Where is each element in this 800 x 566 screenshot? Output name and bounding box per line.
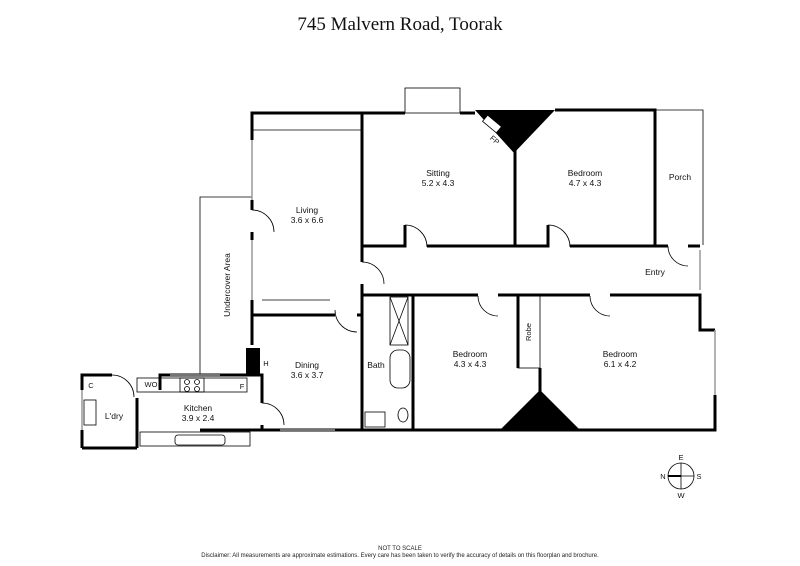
room-robe-name: Robe (524, 323, 533, 341)
room-bath-name: Bath (367, 360, 385, 370)
compass-s: S (696, 472, 701, 481)
room-bedroom3-name: Bedroom (603, 349, 638, 359)
walls (80, 108, 717, 450)
heater-label: H (263, 359, 268, 368)
fireplace (475, 110, 555, 153)
wo-label: WO (145, 380, 158, 389)
room-kitchen-dims: 3.9 x 2.4 (182, 413, 215, 423)
room-undercover-name: Undercover Area (222, 253, 232, 317)
solid-elements (246, 110, 580, 430)
room-bedroom2-name: Bedroom (453, 349, 488, 359)
room-living-dims: 3.6 x 6.6 (291, 215, 324, 225)
page-title: 745 Malvern Road, Toorak (297, 14, 503, 35)
compass-n: N (660, 472, 665, 481)
room-dining-name: Dining (295, 360, 319, 370)
disclaimer: Disclaimer: All measurements are approxi… (201, 553, 599, 559)
room-porch-name: Porch (669, 172, 691, 182)
room-bedroom1-name: Bedroom (568, 168, 603, 178)
room-laundry-name: L'dry (105, 411, 124, 421)
cupboard-label: C (88, 381, 94, 390)
compass-w: W (677, 491, 685, 500)
fridge-label: F (240, 382, 245, 391)
room-dining-dims: 3.6 x 3.7 (291, 370, 324, 380)
room-bedroom3-dims: 6.1 x 4.2 (604, 359, 637, 369)
room-kitchen-name: Kitchen (184, 403, 213, 413)
room-bedroom2-dims: 4.3 x 4.3 (454, 359, 487, 369)
chimney (246, 348, 260, 376)
room-sitting-dims: 5.2 x 4.3 (422, 178, 455, 188)
room-bedroom1-dims: 4.7 x 4.3 (569, 178, 602, 188)
room-sitting-name: Sitting (426, 168, 450, 178)
room-entry-name: Entry (645, 267, 666, 277)
not-to-scale-note: NOT TO SCALE (378, 546, 422, 552)
compass-e: E (678, 453, 683, 462)
windows (81, 140, 716, 431)
fireplace-lower (500, 390, 580, 430)
room-living-name: Living (296, 205, 318, 215)
